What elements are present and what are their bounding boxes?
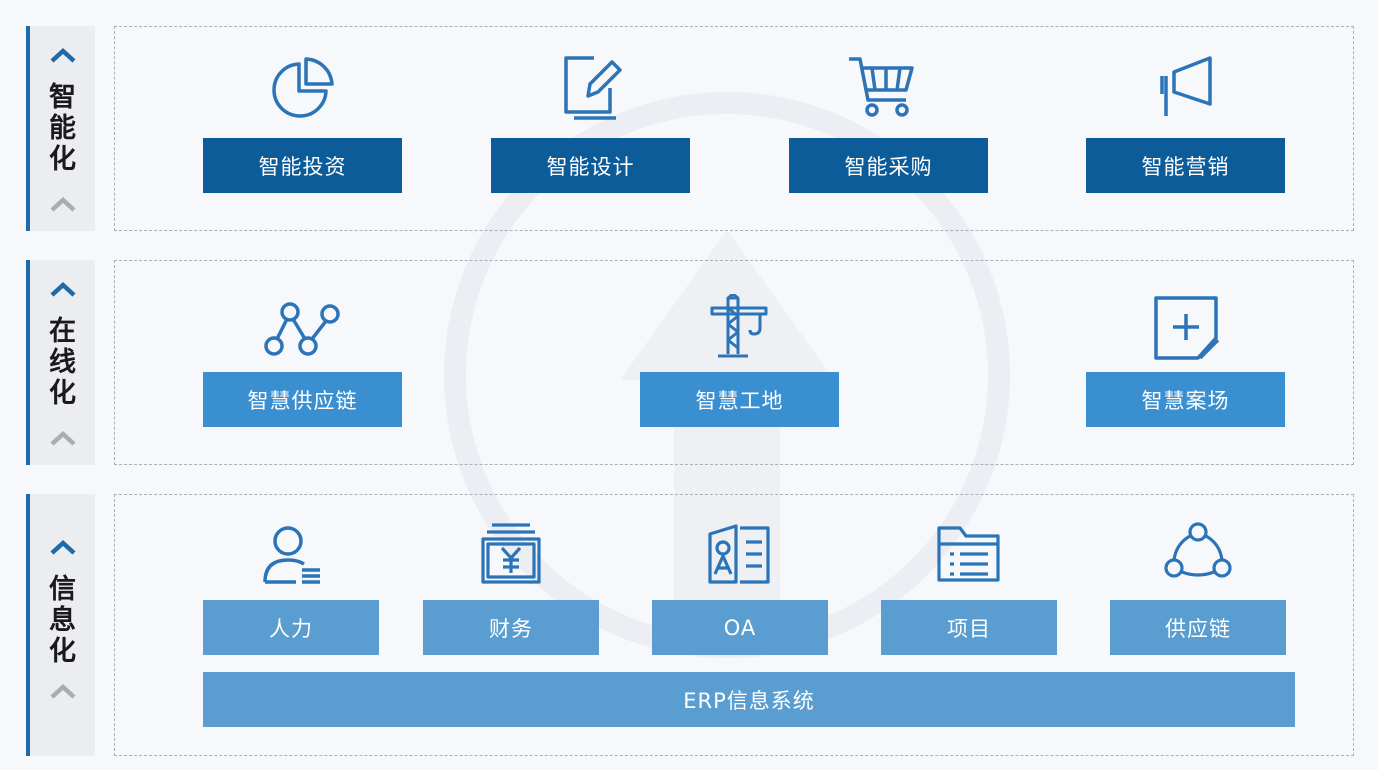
tier-title-online: 在 线 化 xyxy=(49,316,76,409)
tower-crane-icon xyxy=(710,294,768,358)
erp-system-bar[interactable]: ERP信息系统 xyxy=(203,672,1295,727)
chevron-up-icon xyxy=(49,47,76,63)
tier-label-online: 在 线 化 xyxy=(26,260,95,465)
chevron-up-icon xyxy=(49,539,76,555)
box-smart-site[interactable]: 智慧工地 xyxy=(640,372,839,427)
user-profile-icon xyxy=(263,526,320,584)
network-nodes-icon xyxy=(264,302,340,356)
folder-list-icon xyxy=(937,526,1000,582)
cycle-nodes-icon xyxy=(1164,522,1232,578)
box-supply-chain[interactable]: 供应链 xyxy=(1110,600,1286,655)
box-smart-investment[interactable]: 智能投资 xyxy=(203,138,402,193)
tier-label-informatization: 信 息 化 xyxy=(26,494,95,756)
box-finance[interactable]: 财务 xyxy=(423,600,599,655)
shopping-cart-icon xyxy=(849,57,914,117)
box-smart-supply-chain[interactable]: 智慧供应链 xyxy=(203,372,402,427)
box-smart-sales-office[interactable]: 智慧案场 xyxy=(1086,372,1285,427)
panel-intelligent xyxy=(114,26,1354,231)
add-note-icon xyxy=(1154,296,1220,360)
box-oa[interactable]: OA xyxy=(652,600,828,655)
panel-online xyxy=(114,260,1354,465)
pie-chart-icon xyxy=(272,57,334,118)
box-hr[interactable]: 人力 xyxy=(203,600,379,655)
panel-informatization xyxy=(114,494,1354,756)
megaphone-icon xyxy=(1160,56,1212,116)
box-smart-procurement[interactable]: 智能采购 xyxy=(789,138,988,193)
tier-title-intelligent: 智 能 化 xyxy=(49,82,76,175)
edit-document-icon xyxy=(564,56,622,120)
id-card-icon xyxy=(708,524,770,584)
yuan-cash-icon xyxy=(481,523,541,584)
box-smart-design[interactable]: 智能设计 xyxy=(491,138,690,193)
tier-label-intelligent: 智 能 化 xyxy=(26,26,95,231)
chevron-up-faded-icon xyxy=(49,430,76,446)
chevron-up-faded-icon xyxy=(49,196,76,212)
chevron-up-faded-icon xyxy=(49,683,76,699)
box-project[interactable]: 项目 xyxy=(881,600,1057,655)
box-smart-marketing[interactable]: 智能营销 xyxy=(1086,138,1285,193)
chevron-up-icon xyxy=(49,281,76,297)
tier-title-informatization: 信 息 化 xyxy=(49,574,76,667)
